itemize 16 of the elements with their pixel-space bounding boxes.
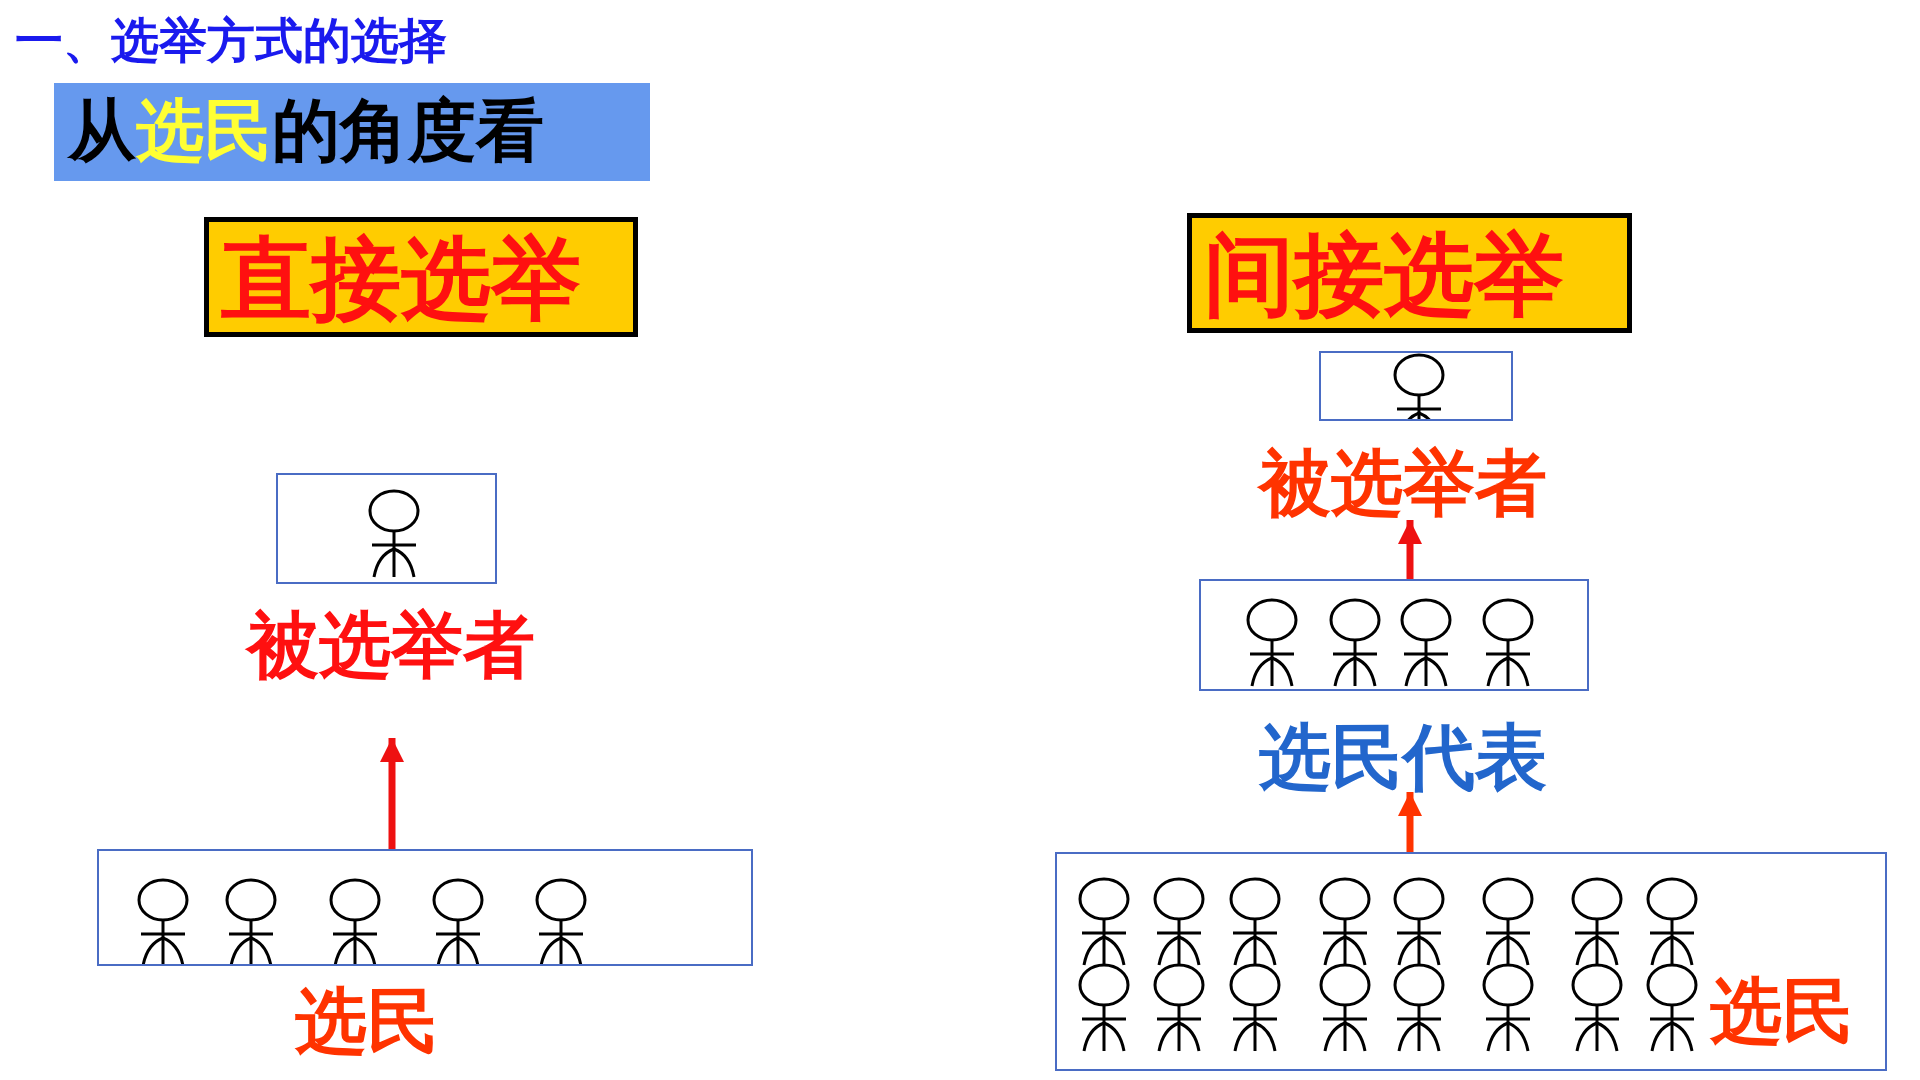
role-label: 选民代表	[1259, 721, 1547, 793]
people-box	[1319, 351, 1513, 421]
role-label: 被选举者	[1259, 447, 1547, 519]
heading-text: 从选民的角度看	[68, 97, 544, 165]
role-label: 被选举者	[247, 609, 535, 681]
group-label: 选民	[1710, 975, 1854, 1047]
people-box	[1199, 579, 1589, 691]
heading-text: 直接选举	[221, 234, 581, 324]
heading-box	[1187, 213, 1632, 333]
group-label: 选民	[295, 985, 439, 1057]
heading-box	[204, 217, 638, 337]
people-box	[276, 473, 497, 584]
heading-text: 间接选举	[1204, 230, 1564, 320]
people-box	[1055, 852, 1887, 1071]
heading-banner	[54, 83, 650, 181]
title: 一、选举方式的选择	[15, 16, 447, 64]
